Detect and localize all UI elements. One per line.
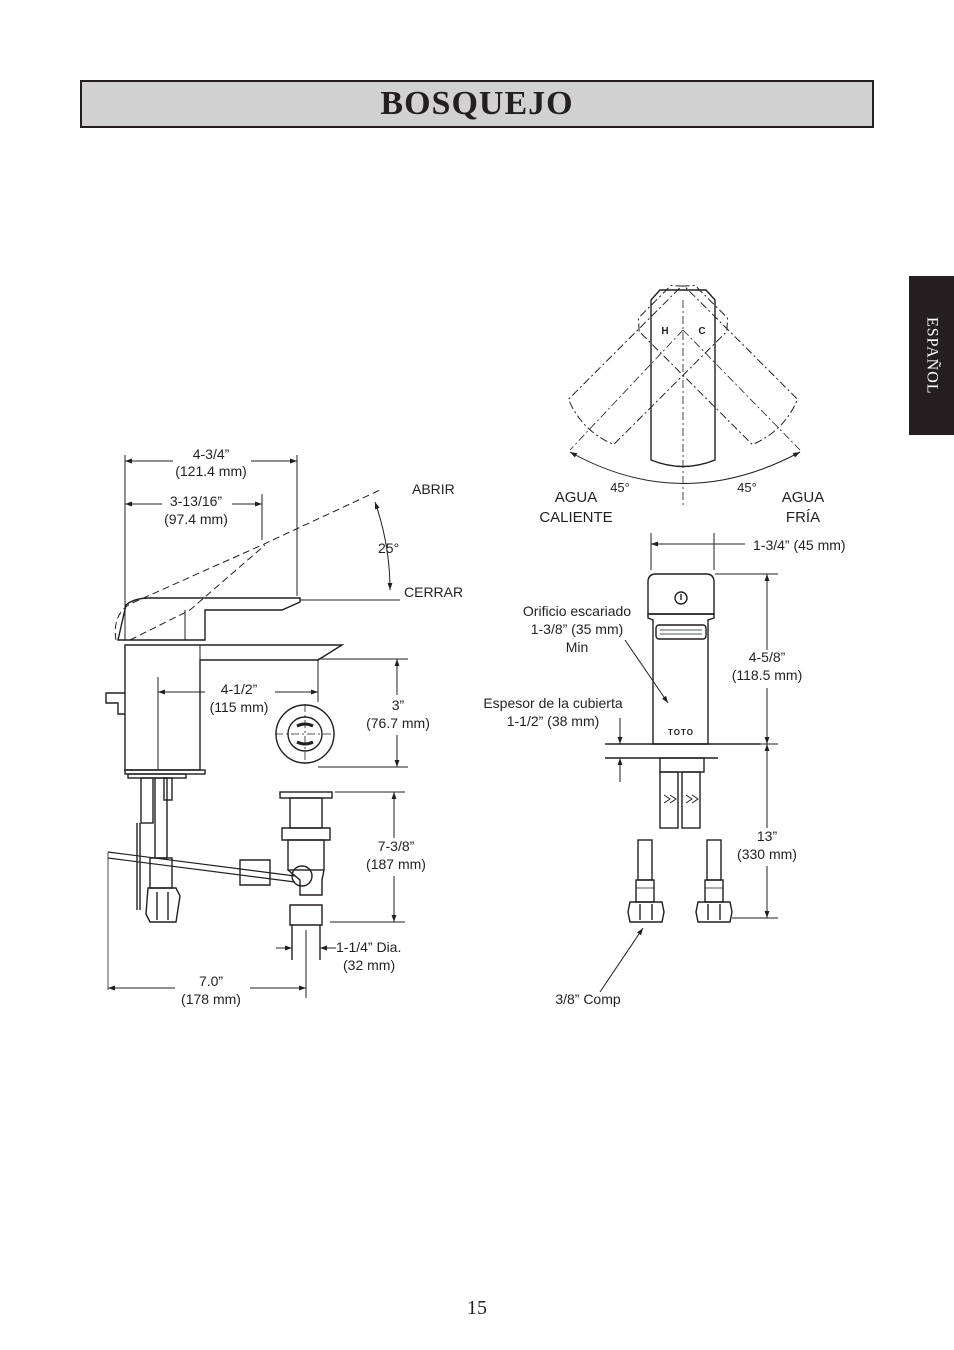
cold-water-label-2: FRÍA <box>786 509 820 526</box>
front-view-faucet <box>605 573 760 923</box>
language-tab: ESPAÑOL <box>909 276 954 435</box>
width-overall-mm-label: (121.4 mm) <box>175 463 247 479</box>
drain-offset-mm-label: (178 mm) <box>181 991 241 1007</box>
body-height-label: 4-5/8” <box>749 649 786 665</box>
top-view-labels: H C 45° 45° AGUA CALIENTE AGUA FRÍA <box>539 326 824 526</box>
page-title: BOSQUEJO <box>380 85 574 122</box>
handle-open-label: ABRIR <box>412 481 455 497</box>
hot-water-label-2: CALIENTE <box>539 509 612 526</box>
hot-marker: H <box>661 326 668 337</box>
spout-reach-label: 4-1/2” <box>221 681 258 697</box>
drain-depth-mm-label: (187 mm) <box>366 856 426 872</box>
deck-label-2: 1-1/2” (38 mm) <box>507 713 600 729</box>
top-view-handle <box>567 284 801 505</box>
cold-water-label: AGUA <box>782 489 825 506</box>
drain-offset-label: 7.0” <box>199 973 223 989</box>
width-spout-label: 3-13/16” <box>170 493 222 509</box>
drain-diameter-label: 1-1/4” Dia. <box>336 939 401 955</box>
side-view-dimensions <box>108 455 408 998</box>
deck-label-1: Espesor de la cubierta <box>483 695 623 711</box>
spout-height-label: 3” <box>392 697 405 713</box>
handle-closed-label: CERRAR <box>404 584 463 600</box>
language-tab-label: ESPAÑOL <box>923 316 941 395</box>
drain-depth-label: 7-3/8” <box>378 838 415 854</box>
hole-label-1: Orificio escariado <box>523 603 631 619</box>
front-view-labels: 1-3/4” (45 mm) Orificio escariado 1-3/8”… <box>483 537 845 1007</box>
spout-reach-mm-label: (115 mm) <box>210 699 269 715</box>
brand-logo: TOTO <box>668 728 694 737</box>
side-view-faucet <box>105 489 381 990</box>
page-number: 15 <box>467 1297 487 1319</box>
body-width-label: 1-3/4” (45 mm) <box>753 537 846 553</box>
body-height-mm-label: (118.5 mm) <box>732 667 803 683</box>
connection-label: 3/8” Comp <box>555 991 621 1007</box>
title-bar: BOSQUEJO <box>80 80 874 128</box>
drain-diameter-mm-label: (32 mm) <box>343 957 395 973</box>
hole-label-3: Min <box>566 639 589 655</box>
side-view-labels: 4-3/4” (121.4 mm) 3-13/16” (97.4 mm) ABR… <box>164 446 463 1007</box>
handle-angle-label: 25° <box>378 540 399 556</box>
hot-angle-label: 45° <box>610 480 630 495</box>
supply-length-mm-label: (330 mm) <box>737 846 797 862</box>
hot-water-label: AGUA <box>555 489 598 506</box>
width-overall-label: 4-3/4” <box>193 446 230 462</box>
front-view-dimensions <box>599 533 778 993</box>
cold-marker: C <box>698 326 705 337</box>
supply-length-label: 13” <box>757 828 778 844</box>
spout-height-mm-label: (76.7 mm) <box>366 715 430 731</box>
hole-label-2: 1-3/8” (35 mm) <box>531 621 624 637</box>
width-spout-mm-label: (97.4 mm) <box>164 511 228 527</box>
cold-angle-label: 45° <box>737 480 757 495</box>
